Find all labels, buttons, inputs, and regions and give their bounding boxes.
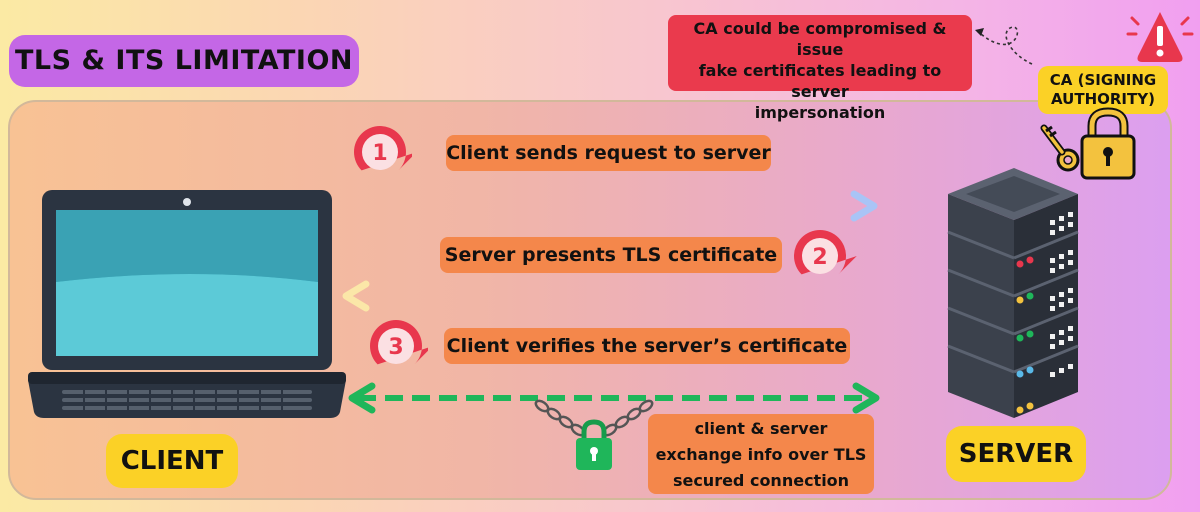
exchange-note-line: exchange info over TLS [655,445,867,464]
request-arrow [352,190,878,222]
step-2-badge: 2 [794,230,857,275]
padlock-icon [1040,107,1136,180]
exchange-note-line: client & server [694,419,828,438]
step-1-number: 1 [372,141,387,166]
certificate-arrow [342,280,874,312]
step-1-label: Client sends request to server [446,135,771,171]
ca-authority-line: CA (SIGNING [1049,71,1157,89]
ca-warning-line: CA could be compromised & issue [693,19,947,59]
dotted-curve-arrow [975,26,1033,65]
client-label: CLIENT [106,434,238,488]
secure-exchange-arrow [348,382,880,414]
step-1-badge: 1 [354,126,412,171]
ca-authority-label: CA (SIGNING AUTHORITY) [1038,66,1168,114]
step-2-number: 2 [812,245,827,270]
ca-warning-line: fake certificates leading to server [698,61,942,101]
exchange-note-line: secured connection [672,471,850,490]
step-3-label: Client verifies the server’s certificate [444,328,850,364]
key-icon [1040,124,1080,172]
ca-compromise-warning: CA could be compromised & issue fake cer… [668,15,972,122]
step-3-number: 3 [388,335,403,360]
ca-warning-line: impersonation [754,103,886,122]
exchange-note: client & server exchange info over TLS s… [648,414,874,494]
ca-authority-line: AUTHORITY) [1051,90,1155,108]
laptop-icon [28,190,346,418]
page-title: TLS & ITS LIMITATION [9,35,359,87]
step-2-label: Server presents TLS certificate [440,237,782,273]
warning-icon [1126,12,1194,62]
server-label: SERVER [946,426,1086,482]
chain-lock-icon [534,399,654,470]
server-icon [947,168,1079,418]
step-3-badge: 3 [370,320,428,365]
